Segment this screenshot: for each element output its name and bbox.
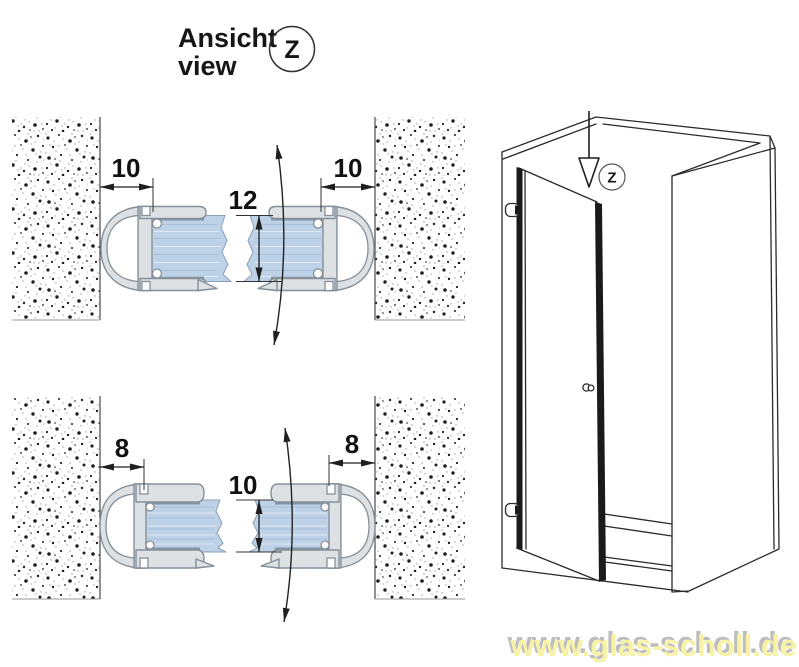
dimension-value: 10 [229,470,258,500]
seal-profile-assembly-left [100,205,232,292]
door-knob [582,383,595,392]
dimension-value: 8 [345,429,359,459]
detail-marker-circle [268,25,316,73]
detail-marker-circle [598,163,626,191]
wall-section [12,396,100,599]
door-swing-arc [273,144,285,346]
shower-tray [603,513,673,572]
dimension-gap-right: 10 [320,153,375,212]
door-hinge-side-seal [516,167,523,550]
detail-marker-letter: Z [607,170,616,187]
right-wall-back-edge [769,136,775,550]
watermark: www.glas-scholl.de [510,628,797,663]
wall-section [375,396,465,599]
wall-section [375,117,465,320]
detail-marker-letter: Z [284,36,299,64]
dimension-glass-thickness: 12 [229,185,282,282]
view-label-en: view [178,51,238,81]
dimension-gap-left: 10 [100,153,154,212]
door-glass-edge [524,170,527,550]
cross-section-bottom: 8 8 10 [12,396,465,623]
hinge-bottom [504,502,521,518]
seal-profile-assembly-left [99,483,227,569]
door-swing-arc [282,427,293,623]
detail-view-arrow [578,111,600,188]
view-label-de: Ansicht [178,23,277,53]
seal-profile-assembly-right [243,205,375,292]
dimension-gap-left: 8 [100,433,145,490]
door-bottom-edge [515,547,600,582]
dimension-glass-thickness: 10 [229,470,282,553]
left-wall-top-edge [501,116,597,153]
dimension-value: 8 [115,433,129,463]
cross-section-top: 10 10 12 [12,117,465,346]
door-handle-side-seal [595,202,606,582]
dimension-value: 12 [229,185,258,215]
view-header: Ansicht view Z [178,23,316,81]
shower-enclosure-drawing: Z [501,111,780,593]
dimension-value: 10 [112,153,141,183]
hinge-top [504,202,521,218]
left-wall-top-inner-edge [502,123,597,160]
down-arrow-icon [578,157,600,188]
wall-section [12,117,100,320]
dimension-gap-right: 8 [328,429,375,486]
seal-profile-assembly-right [248,483,376,569]
door-top-edge [518,167,598,203]
right-wall-top-edge [595,116,776,149]
right-wall-top-inner-edge [602,123,761,177]
right-wall-face [671,147,780,593]
dimension-value: 10 [334,153,363,183]
